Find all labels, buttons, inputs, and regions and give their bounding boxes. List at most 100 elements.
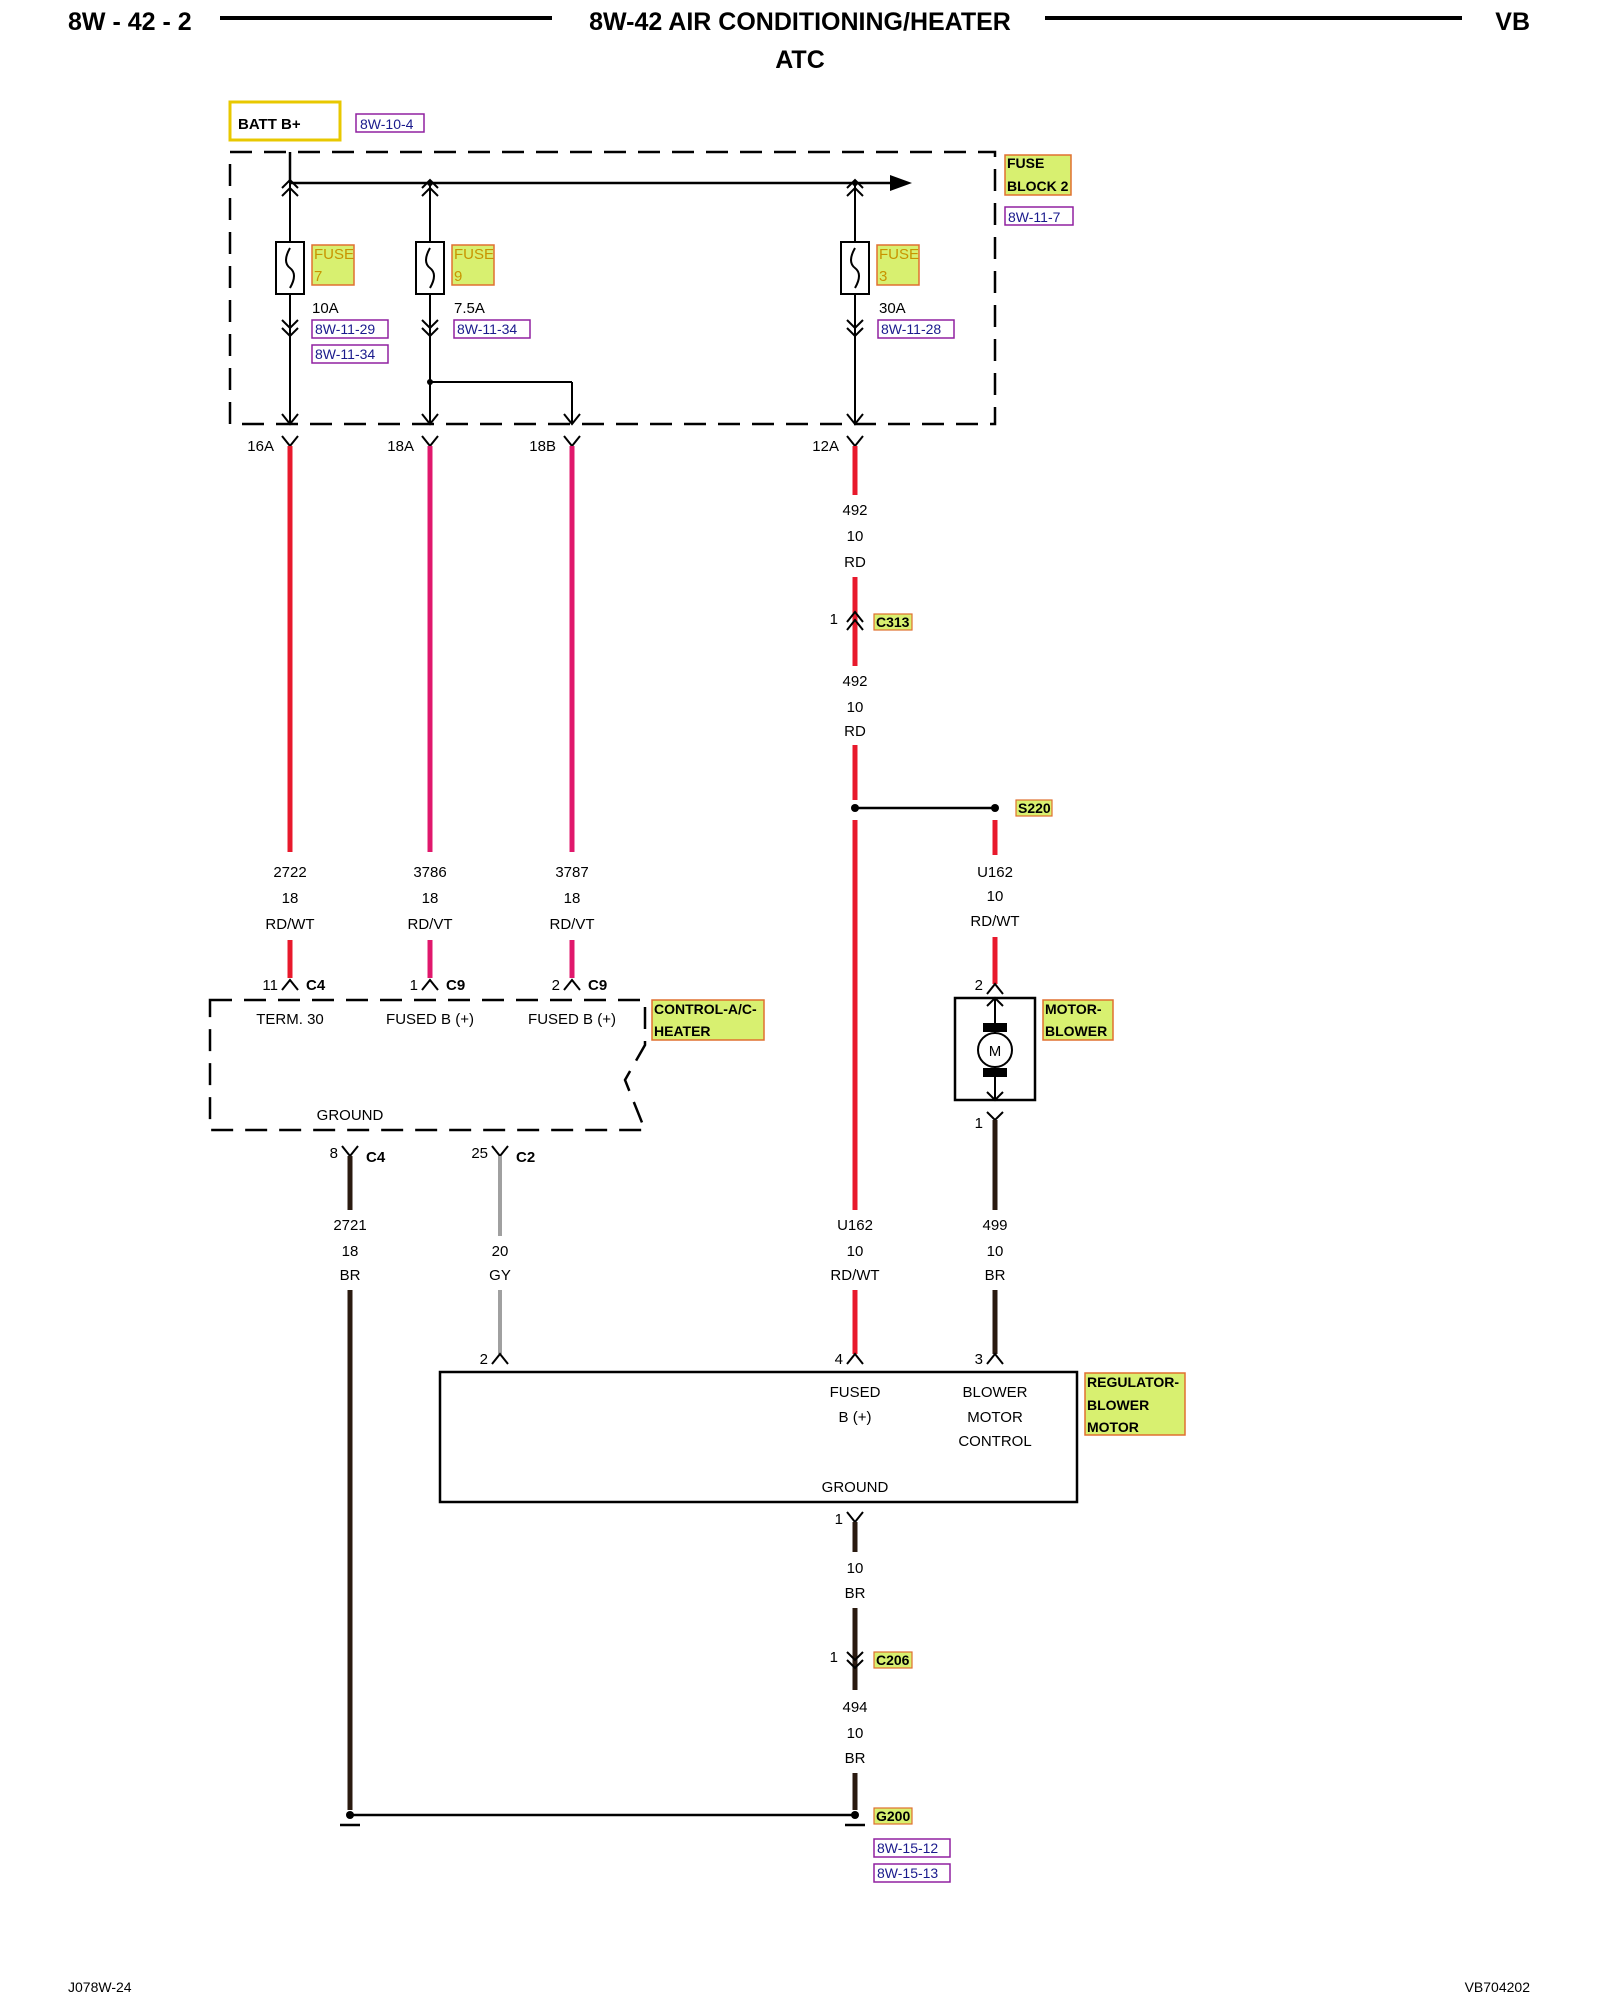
motor-highlight	[1042, 999, 1114, 1041]
motor-out-connector	[986, 1111, 1004, 1122]
control-module-name-1: CONTROL-A/C-	[654, 1001, 757, 1017]
fuse-7-ref2-link[interactable]: 8W-11-34	[315, 346, 375, 362]
motor-symbol: M	[989, 1043, 1002, 1060]
fuse-9-name: FUSE	[454, 246, 494, 263]
fuse-7	[275, 178, 305, 426]
ctrl-c4-out-name: C4	[366, 1149, 386, 1166]
fuse-3	[840, 178, 870, 426]
w2722-color: RD/WT	[265, 916, 314, 933]
g200-ref1-box[interactable]	[873, 1838, 951, 1858]
fuse-9-ref-box[interactable]	[453, 319, 531, 339]
motor-in-pin: 2	[975, 977, 983, 994]
fuse-block-ref-link[interactable]: 8W-11-7	[1008, 209, 1061, 225]
motor-brush-bottom	[983, 1068, 1007, 1077]
ctrl-c9-b-name: C9	[588, 977, 607, 994]
control-pin-term30: TERM. 30	[256, 1011, 324, 1028]
batt-ref-link[interactable]: 8W-10-4	[360, 116, 414, 132]
fuse-9-ref-link[interactable]: 8W-11-34	[457, 321, 517, 337]
c313-connector	[846, 610, 864, 631]
wReg-color: BR	[845, 1585, 866, 1602]
w3786-color: RD/VT	[408, 916, 453, 933]
g200-ref2-link[interactable]: 8W-15-13	[877, 1865, 938, 1881]
fuse-block-name-1: FUSE	[1007, 155, 1044, 171]
g200-ref1-link[interactable]: 8W-15-12	[877, 1840, 938, 1856]
w492b-circuit: 492	[842, 673, 867, 690]
reg-ctrl-2: MOTOR	[967, 1409, 1023, 1426]
reg-ctrl-3: CONTROL	[958, 1433, 1031, 1450]
fuse-9-highlight	[451, 244, 495, 286]
bus-arrow-icon	[890, 175, 912, 191]
fuse-9	[415, 178, 581, 426]
fuse-3-number: 3	[879, 268, 887, 285]
fuse-block-highlight	[1004, 154, 1072, 196]
s220-highlight	[1015, 799, 1053, 817]
ctrl-c2-out-pin: 25	[471, 1145, 488, 1162]
w3787-color: RD/VT	[550, 916, 595, 933]
wU162b-gauge: 10	[847, 1243, 864, 1260]
ground-splice-dot	[851, 1811, 859, 1819]
fuse-3-highlight	[876, 244, 920, 286]
motor-internal-chevron	[986, 996, 1004, 1007]
vehicle-code: VB	[1495, 8, 1530, 36]
cavity-12a: 12A	[812, 438, 839, 455]
g200-highlight	[873, 1807, 913, 1825]
w2721-color: BR	[340, 1267, 361, 1284]
w499-color: BR	[985, 1267, 1006, 1284]
c313-pin: 1	[830, 611, 838, 628]
ground-splice-dot	[346, 1811, 354, 1819]
control-pin-fused1: FUSED B (+)	[386, 1011, 474, 1028]
ctrl-c4-in-name: C4	[306, 977, 326, 994]
wgy-gauge: 20	[492, 1243, 509, 1260]
fuse-7-ref2-box[interactable]	[311, 344, 389, 364]
w3786-circuit: 3786	[413, 864, 446, 881]
regulator-highlight	[1084, 1372, 1186, 1436]
ctrl-c4-out-pin: 8	[330, 1145, 338, 1162]
footer-left-code: J078W-24	[68, 1979, 132, 1995]
motor-armature-icon	[977, 1032, 1013, 1068]
control-module-outline	[208, 998, 647, 1132]
w2722-gauge: 18	[282, 890, 299, 907]
c206-name: C206	[876, 1652, 910, 1668]
c206-pin: 1	[830, 1649, 838, 1666]
c313-highlight	[873, 613, 913, 631]
w494-color: BR	[845, 1750, 866, 1767]
w3787-circuit: 3787	[555, 864, 588, 881]
w3786-gauge: 18	[422, 890, 439, 907]
cavity-18b: 18B	[529, 438, 556, 455]
fuse-3-ref-box[interactable]	[877, 319, 955, 339]
reg-pin-2: 2	[480, 1351, 488, 1368]
wU162b-circuit: U162	[837, 1217, 873, 1234]
c313-name: C313	[876, 614, 910, 630]
batt-ref-box[interactable]	[355, 113, 425, 133]
w492a-color: RD	[844, 554, 866, 571]
fuse-7-ref1-link[interactable]: 8W-11-29	[315, 321, 375, 337]
w494-circuit: 494	[842, 1699, 867, 1716]
fuse-3-ref-link[interactable]: 8W-11-28	[881, 321, 941, 337]
g200-ref2-box[interactable]	[873, 1863, 951, 1883]
fuse-block-ref-box[interactable]	[1004, 206, 1074, 226]
cavity-18a: 18A	[387, 438, 414, 455]
c206-highlight	[873, 1651, 913, 1669]
reg-pin-1: 1	[835, 1511, 843, 1528]
fuse-7-ref1-box[interactable]	[311, 319, 389, 339]
motor-name-2: BLOWER	[1045, 1023, 1107, 1039]
ctrl-c4-in-pin: 11	[262, 977, 278, 994]
w492a-gauge: 10	[847, 528, 864, 545]
reg-ground-label: GROUND	[822, 1479, 889, 1496]
regulator-box	[438, 1370, 1079, 1504]
regulator-name-3: MOTOR	[1087, 1419, 1139, 1435]
control-input-connectors	[281, 978, 581, 991]
w2721-circuit: 2721	[333, 1217, 366, 1234]
motor-brush-top	[983, 1023, 1007, 1032]
w492b-gauge: 10	[847, 699, 864, 716]
ctrl-c9-a-pin: 1	[410, 977, 418, 994]
ctrl-c9-a-name: C9	[446, 977, 465, 994]
regulator-name-1: REGULATOR-	[1087, 1374, 1179, 1390]
w2722-circuit: 2722	[273, 864, 306, 881]
batt-source-label: BATT B+	[238, 116, 301, 133]
motor-internal-chevron	[986, 1091, 1004, 1102]
motor-in-connector	[986, 982, 1004, 995]
fuse-block-out-connectors	[281, 435, 864, 448]
motor-name-1: MOTOR-	[1045, 1001, 1102, 1017]
